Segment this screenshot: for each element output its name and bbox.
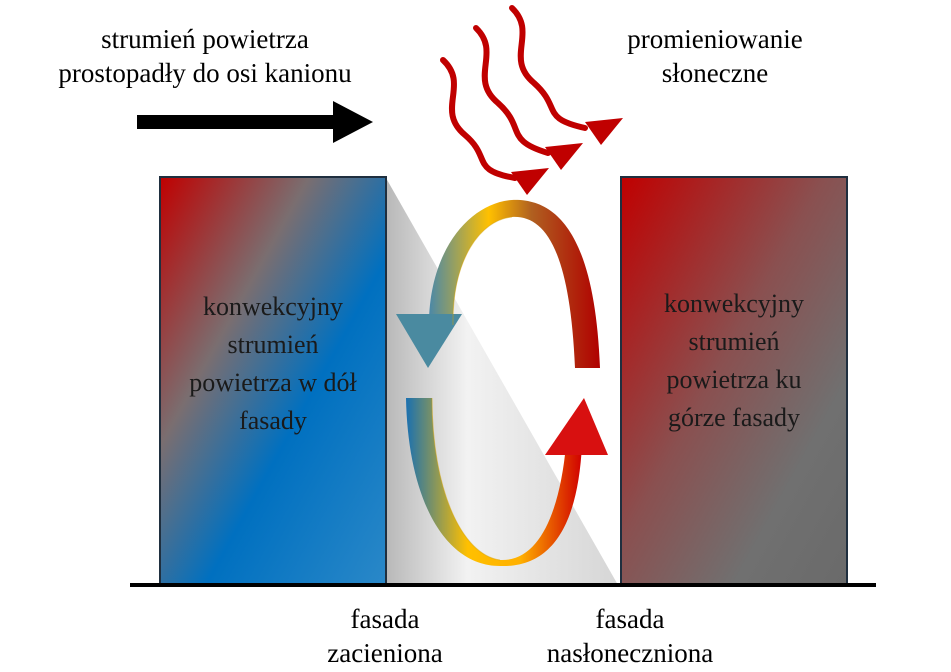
solar-label-line2: słoneczne (661, 58, 769, 88)
solar-label: promieniowanie słoneczne (610, 22, 820, 90)
sunlit-facade-line2: nasłoneczniona (546, 638, 714, 668)
left-building-line4: fasady (239, 406, 307, 435)
solar-label-line1: promieniowanie (627, 24, 803, 54)
sunlit-facade-line1: fasada (595, 604, 665, 634)
right-building-line2: strumień (688, 327, 780, 356)
right-building-line1: konwekcyjny (663, 289, 805, 318)
shaded-facade-line2: zacieniona (327, 638, 443, 668)
shadow-area (386, 178, 618, 585)
right-building-line4: górze fasady (667, 403, 801, 432)
right-building-text: konwekcyjny strumień powietrza ku górze … (621, 285, 847, 437)
airflow-label: strumień powietrza prostopadły do osi ka… (20, 22, 390, 90)
left-building (159, 176, 387, 586)
circulation-top-arc (396, 199, 600, 368)
shaded-facade-label: fasada zacieniona (305, 602, 465, 670)
loop-edges (431, 216, 513, 561)
left-building-text: konwekcyjny strumień powietrza w dół fas… (160, 288, 386, 440)
left-building-line3: powietrza w dół (189, 368, 357, 397)
solar-radiation-arrows (440, 5, 588, 181)
right-building-line3: powietrza ku (666, 365, 802, 394)
right-building (620, 176, 848, 586)
shaded-facade-line1: fasada (350, 604, 420, 634)
airflow-label-line1: strumień powietrza (101, 24, 309, 54)
sunlit-facade-label: fasada nasłoneczniona (520, 602, 740, 670)
circulation-bottom-arc (406, 398, 608, 567)
left-building-line2: strumień (227, 330, 319, 359)
airflow-label-line2: prostopadły do osi kanionu (58, 58, 352, 88)
solar-arrowheads (511, 118, 623, 195)
left-building-line1: konwekcyjny (202, 292, 344, 321)
airflow-arrow (137, 101, 373, 143)
